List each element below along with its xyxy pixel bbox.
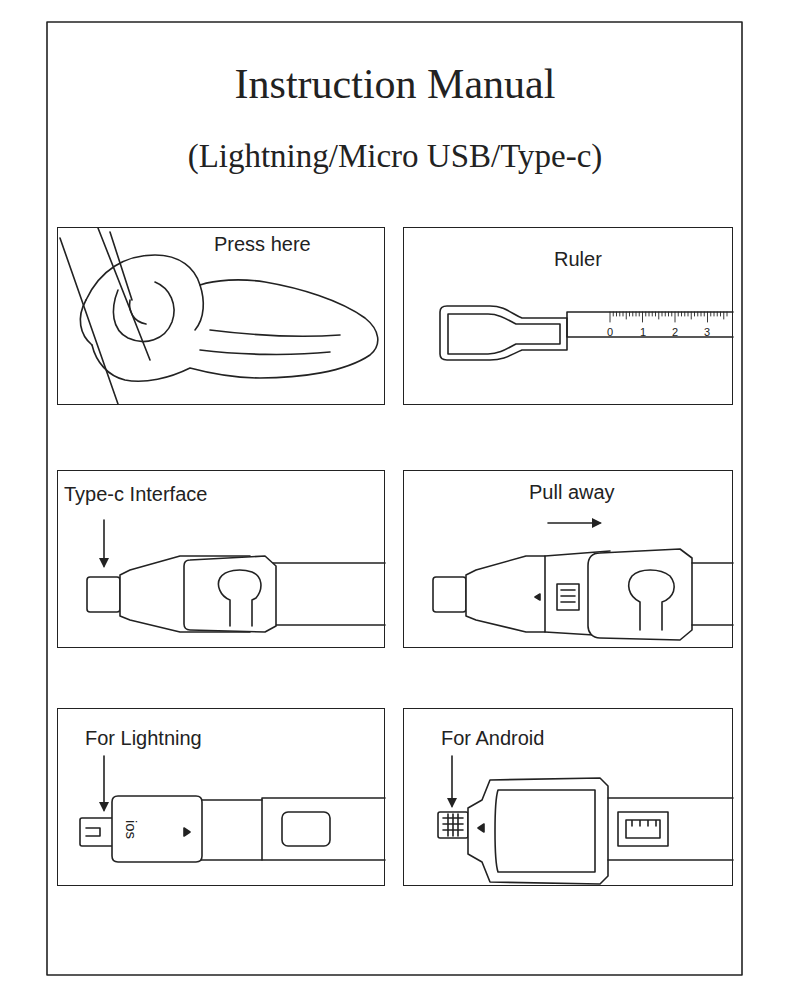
instruction-panel: Type-c Interface: [57, 470, 385, 648]
panel-label: Pull away: [529, 481, 615, 503]
ruler-number: 1: [640, 327, 646, 338]
page-frame: [47, 22, 742, 975]
panel-label: For Lightning: [85, 727, 202, 749]
panel-label: Type-c Interface: [64, 483, 207, 505]
instruction-panel: For Android: [403, 708, 733, 886]
instruction-panel: Pull away: [403, 470, 733, 648]
panel-label: Press here: [214, 233, 311, 255]
pull-away-drawing: [433, 523, 733, 640]
ruler-number: 2: [672, 327, 678, 338]
panel-label: For Android: [441, 727, 544, 749]
ruler-drawing: [440, 306, 733, 360]
panel-label: Ruler: [554, 248, 602, 270]
instruction-panel: Ruler: [403, 227, 733, 405]
type-c-connector: [87, 520, 385, 632]
ios-mark: ios: [125, 820, 140, 839]
page-title: Instruction Manual: [0, 60, 790, 108]
instruction-panel: Press here: [57, 227, 385, 405]
ruler-number: 3: [704, 327, 710, 338]
subtitle: (Lightning/Micro USB/Type-c): [188, 140, 603, 173]
ruler-number: 0: [607, 327, 613, 338]
hand-drawing: [60, 228, 378, 404]
instruction-panel: For Lightning: [57, 708, 385, 886]
android-cap-drawing: [438, 756, 733, 884]
lightning-cap-drawing: [80, 756, 385, 862]
